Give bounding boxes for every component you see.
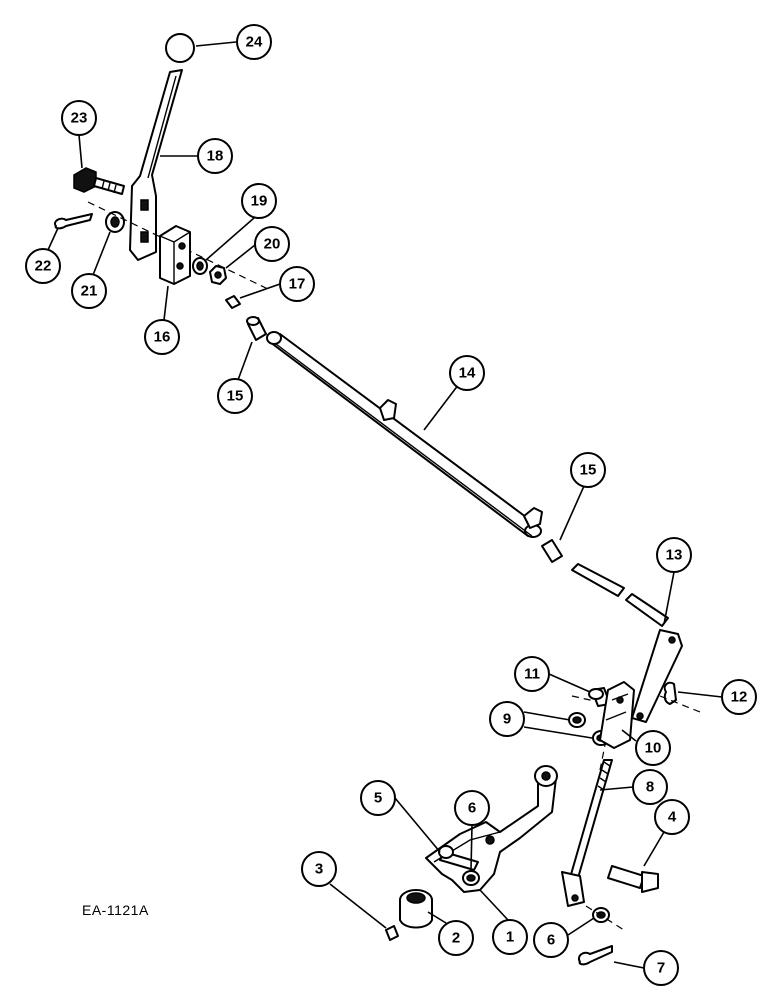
- svg-text:12: 12: [731, 689, 748, 706]
- part-2-grommet: [399, 889, 433, 929]
- callout-14: 14: [423, 355, 485, 431]
- part-10-clevis: [599, 681, 635, 749]
- callout-6-lower: 6: [533, 917, 595, 958]
- svg-text:4: 4: [668, 809, 677, 826]
- part-8-control-rod: [561, 759, 613, 907]
- svg-text:9: 9: [503, 711, 511, 728]
- part-7-cotter-pin: [578, 945, 613, 966]
- figure-reference-code: EA-1121A: [82, 902, 149, 918]
- callout-5: 5: [360, 780, 441, 853]
- part-18-hand-lever: [129, 69, 183, 261]
- callout-4: 4: [643, 799, 690, 867]
- svg-text:10: 10: [645, 740, 662, 757]
- callout-15-upper: 15: [217, 341, 253, 414]
- svg-text:11: 11: [524, 666, 540, 683]
- callout-16: 16: [144, 285, 180, 355]
- part-1-fork-bracket: [425, 765, 558, 893]
- callout-15-lower: 15: [559, 452, 606, 541]
- callout-24: 22: [25, 227, 61, 284]
- svg-text:14: 14: [459, 365, 476, 382]
- svg-text:18: 18: [207, 148, 224, 165]
- part-3-pin: [385, 925, 399, 941]
- svg-text:16: 16: [154, 329, 171, 346]
- svg-text:21: 21: [81, 283, 98, 300]
- callout-20: 23: [61, 100, 97, 169]
- callout-22: 20: [225, 226, 290, 269]
- part-15-bushing-lower: [541, 539, 563, 563]
- callout-23: 21: [71, 231, 111, 309]
- callout-19: 24: [195, 24, 272, 60]
- part-23-washer: [105, 211, 125, 233]
- part-19-knob: [165, 33, 195, 63]
- svg-text:17: 17: [289, 276, 306, 293]
- svg-text:1: 1: [506, 929, 514, 946]
- callout-13: 13: [656, 537, 692, 625]
- svg-text:6: 6: [468, 800, 476, 817]
- svg-text:19: 19: [251, 193, 268, 210]
- svg-text:15: 15: [227, 388, 244, 405]
- part-20-bolt: [73, 167, 125, 195]
- callout-8: 8: [599, 769, 668, 805]
- svg-text:15: 15: [580, 462, 597, 479]
- callout-1: 1: [479, 889, 528, 955]
- callout-3: 3: [301, 851, 387, 929]
- part-15-bushing-upper: [246, 316, 267, 341]
- svg-text:8: 8: [646, 779, 654, 796]
- part-5-bolt: [438, 845, 479, 871]
- svg-text:7: 7: [657, 960, 665, 977]
- svg-text:23: 23: [71, 110, 88, 127]
- callout-6-upper: 6: [454, 790, 490, 871]
- part-13-inner-shaft: [571, 563, 683, 723]
- part-14-cross-shaft: [266, 331, 543, 538]
- part-4-bolt: [607, 865, 659, 893]
- svg-text:22: 22: [35, 258, 52, 275]
- callout-7: 7: [613, 950, 679, 986]
- part-16-pivot-block: [159, 225, 191, 285]
- callout-18: 18: [160, 138, 233, 174]
- callout-12: 12: [677, 679, 757, 715]
- callout-9: 9: [489, 701, 593, 739]
- svg-text:13: 13: [666, 547, 683, 564]
- svg-text:24: 24: [246, 34, 263, 51]
- callout-10: 10: [621, 729, 671, 766]
- part-17-pin: [225, 295, 241, 309]
- callout-17: 17: [239, 266, 315, 302]
- part-9-washer-upper: [568, 712, 586, 728]
- part-21-washer: [192, 257, 208, 275]
- part-12-cotter-pin: [663, 681, 677, 705]
- svg-text:20: 20: [264, 236, 281, 253]
- part-22-nut: [209, 265, 227, 285]
- svg-text:2: 2: [452, 930, 460, 947]
- part-24-cotter-pin: [54, 213, 93, 230]
- callout-2: 2: [427, 911, 474, 956]
- svg-text:3: 3: [315, 861, 323, 878]
- svg-text:6: 6: [547, 932, 555, 949]
- svg-text:5: 5: [374, 790, 382, 807]
- callout-11: 11: [514, 656, 591, 693]
- part-6-washer-upper: [462, 870, 480, 886]
- callout-21: 19: [205, 183, 277, 261]
